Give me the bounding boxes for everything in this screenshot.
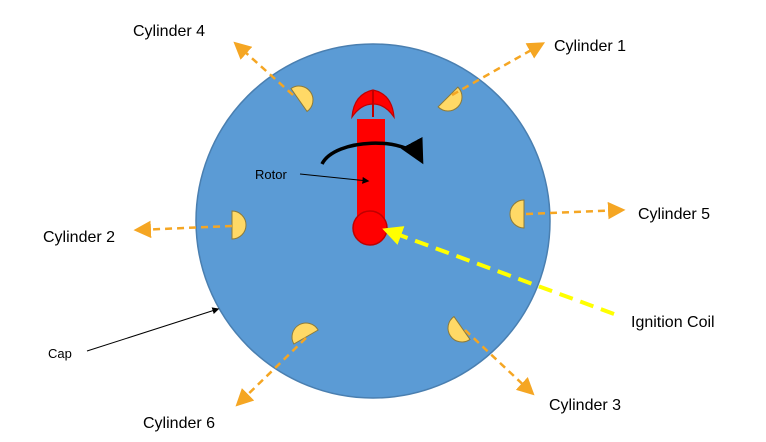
label-cap: Cap [48,346,72,361]
label-cylinder-6: Cylinder 6 [143,415,215,432]
label-rotor: Rotor [255,167,287,182]
contacts [231,85,525,345]
cap-pointer [86,307,220,352]
rotor [351,89,395,246]
label-cylinder-2: Cylinder 2 [43,229,115,246]
contact-cylinder-2 [231,210,247,240]
contact-cylinder-4 [290,85,314,113]
contact-cylinder-3 [447,315,471,343]
ignition-coil-line [382,226,615,316]
rotor-hub [352,210,388,246]
label-ignition-coil: Ignition Coil [631,314,715,331]
spark-lines [133,41,626,407]
rotor-pointer [299,173,370,184]
label-cylinder-3: Cylinder 3 [549,397,621,414]
spark-line-cylinder-3 [464,329,535,396]
contact-cylinder-6 [291,322,319,345]
label-cylinder-5: Cylinder 5 [638,206,710,223]
contact-cylinder-5 [509,199,525,229]
spark-line-cylinder-2 [133,220,233,239]
spark-line-cylinder-6 [235,337,307,407]
spark-line-cylinder-1 [451,42,546,97]
spark-line-cylinder-4 [233,41,294,96]
rotation-arrow [320,136,424,165]
label-cylinder-1: Cylinder 1 [554,38,626,55]
label-cylinder-4: Cylinder 4 [133,23,205,40]
spark-line-cylinder-5 [525,201,626,220]
